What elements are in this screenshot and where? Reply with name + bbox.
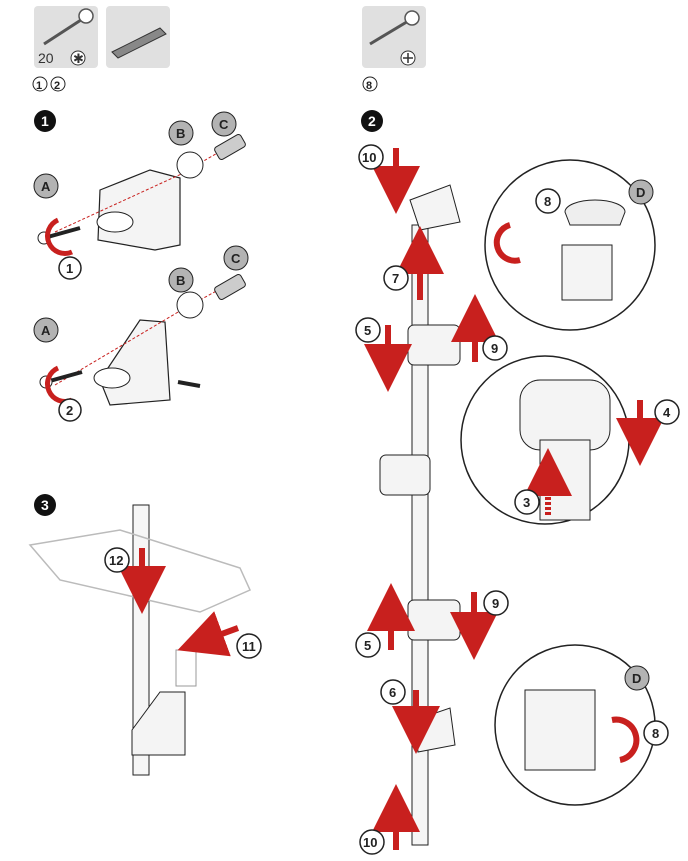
- svg-text:1: 1: [41, 113, 49, 129]
- rotate-arrow-icon: [45, 217, 73, 256]
- part-badges: A B C A B C: [33, 111, 249, 343]
- svg-text:B: B: [176, 126, 185, 141]
- svg-text:8: 8: [652, 726, 659, 741]
- slider-upper: [407, 324, 461, 366]
- section-badge-1: 1: [34, 110, 56, 132]
- callout-2: [58, 398, 82, 422]
- svg-text:B: B: [176, 273, 185, 288]
- callout-8-top: 8: [535, 188, 561, 214]
- callout-3: 3: [514, 489, 540, 515]
- svg-text:2: 2: [54, 80, 60, 92]
- bottom-bracket: [99, 319, 171, 406]
- callout-4: 4: [654, 399, 680, 425]
- screwdriver-torx-icon: [43, 8, 94, 46]
- extra-screw-icon: [177, 380, 201, 388]
- svg-text:12: 12: [109, 553, 123, 568]
- callout-8-bottom: 8: [643, 720, 669, 746]
- svg-text:1: 1: [36, 80, 42, 92]
- svg-text:D: D: [636, 185, 645, 200]
- callout-10-top: 10: [358, 144, 384, 170]
- section-badge-2: 2: [361, 110, 383, 132]
- callout-7: 7: [383, 265, 409, 291]
- torx-bit-icon: ✱: [70, 50, 86, 67]
- callout-5-lower: 5: [355, 632, 381, 658]
- section1-top-assembly: 1: [37, 134, 246, 280]
- callout-5-upper: 5: [355, 317, 381, 343]
- callout-1: [58, 256, 82, 280]
- screw-a-icon: [37, 226, 81, 245]
- callout-9-lower: 9: [483, 590, 509, 616]
- svg-text:9: 9: [492, 596, 499, 611]
- svg-text:A: A: [41, 179, 51, 194]
- svg-text:2: 2: [66, 403, 73, 418]
- svg-text:3: 3: [523, 495, 530, 510]
- rotate-arrow-icon: [493, 222, 521, 264]
- svg-text:4: 4: [663, 405, 671, 420]
- svg-text:9: 9: [491, 341, 498, 356]
- svg-text:6: 6: [389, 685, 396, 700]
- section1-bottom-assembly: 2: [39, 274, 246, 422]
- rotate-arrow-icon: [611, 716, 640, 763]
- section2-assembly: D D 10 8 7 5 9 4 3 9 5 6 8 10: [355, 144, 680, 855]
- svg-text:D: D: [632, 671, 641, 686]
- callout-11: [236, 633, 262, 659]
- svg-text:10: 10: [363, 835, 377, 850]
- wall-bracket: [131, 691, 186, 756]
- svg-text:5: 5: [364, 323, 371, 338]
- svg-text:7: 7: [392, 271, 399, 286]
- slider-lower: [407, 599, 461, 641]
- detail-badge-d: [628, 179, 654, 205]
- svg-text:11: 11: [242, 639, 256, 654]
- detail-badge-d: [624, 665, 650, 691]
- svg-text:C: C: [219, 117, 229, 132]
- callout-12: [104, 547, 130, 573]
- washer-b-icon: [176, 291, 204, 319]
- wall-plug-c-icon: [214, 134, 246, 160]
- svg-text:✱: ✱: [73, 52, 84, 67]
- callout-9-upper: 9: [482, 335, 508, 361]
- washer-b-icon: [176, 151, 204, 179]
- svg-text:2: 2: [368, 113, 376, 129]
- svg-text:8: 8: [544, 194, 551, 209]
- wall-plug-c-icon: [214, 274, 246, 300]
- svg-text:1: 1: [66, 261, 73, 276]
- svg-text:3: 3: [41, 497, 49, 513]
- tool-steps: 1 2: [32, 76, 66, 92]
- clip-icon: [175, 649, 197, 687]
- callout-6: 6: [380, 679, 406, 705]
- handshower-holder: [379, 454, 431, 496]
- svg-text:10: 10: [362, 150, 376, 165]
- spirit-level-icon: [111, 27, 167, 59]
- soap-dish: [28, 529, 251, 613]
- svg-text:A: A: [41, 323, 51, 338]
- callout-10-bottom: 10: [359, 829, 385, 855]
- svg-text:5: 5: [364, 638, 371, 653]
- screwdriver-phillips-icon: [369, 10, 420, 66]
- svg-text:C: C: [231, 251, 241, 266]
- tool-count: 20: [38, 50, 54, 66]
- section3-assembly: 12 11: [28, 504, 262, 776]
- section-badge-3: 3: [34, 494, 56, 516]
- tool-step-8: 8: [366, 80, 372, 92]
- tools-right: 8: [362, 6, 426, 92]
- top-bracket: [97, 169, 181, 251]
- top-bracket: [409, 184, 461, 231]
- tools-left: 20 ✱ 1 2: [32, 6, 170, 92]
